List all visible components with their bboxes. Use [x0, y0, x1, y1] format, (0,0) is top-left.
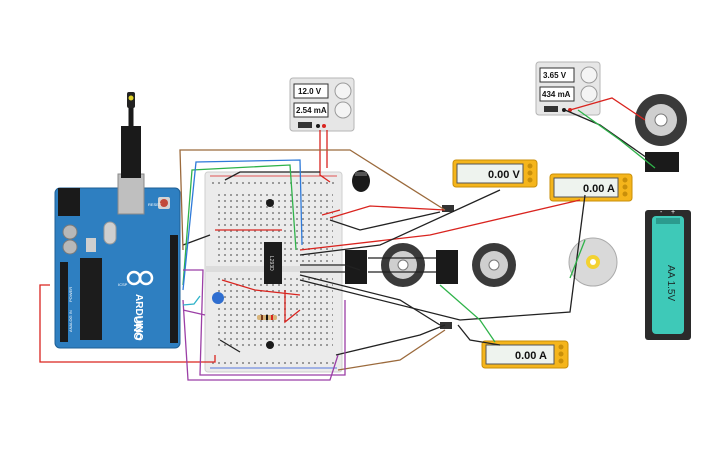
usb-port — [117, 173, 145, 215]
encoder-motor-2[interactable] — [472, 243, 516, 287]
aa-battery[interactable]: - + AA 1.5V — [645, 209, 691, 340]
ps2-current-knob — [580, 85, 598, 103]
reset-label: RESET — [148, 202, 162, 207]
motor-connector-2[interactable] — [436, 250, 458, 284]
ic-label: L293D — [268, 256, 274, 271]
arduino-brand-label: ARDUINO — [133, 294, 144, 341]
arduino-uno-board[interactable]: ARDUINO UNO ICSP POWER ANALOG IN RESET — [54, 173, 181, 349]
atmega-chip — [80, 258, 102, 340]
usb-cable[interactable] — [121, 92, 141, 178]
ammeter-2[interactable]: 0.00 A — [481, 340, 569, 369]
ps2-voltage-knob — [580, 66, 598, 84]
slide-switch-2[interactable] — [440, 322, 452, 329]
ceramic-capacitor[interactable] — [212, 292, 224, 304]
wires[interactable] — [39, 97, 656, 381]
motor-connector-1[interactable] — [345, 250, 367, 284]
encoder-motor-1[interactable] — [381, 243, 425, 287]
power-supply-1[interactable]: 12.0 V 2.54 mA — [289, 77, 355, 132]
reset-button — [160, 199, 168, 207]
ps1-voltage-knob — [334, 82, 352, 100]
ps1-current-knob — [334, 101, 352, 119]
ps2-current-display: 434 mA — [542, 90, 571, 99]
push-button-top[interactable] — [266, 199, 274, 207]
ammeter-2-reading: 0.00 A — [515, 350, 547, 362]
icsp-label: ICSP — [118, 282, 128, 287]
battery-label: AA 1.5V — [665, 265, 676, 301]
motor-connector-3[interactable] — [645, 152, 679, 172]
voltmeter-1[interactable]: 0.00 V — [452, 159, 538, 188]
digital-header — [170, 235, 178, 343]
l293d-motor-driver[interactable]: L293D — [264, 242, 282, 284]
ammeter-1-reading: 0.00 A — [583, 183, 615, 195]
power-analog-header — [60, 262, 68, 342]
push-button-bottom[interactable] — [266, 341, 274, 349]
analog-in-label: ANALOG IN — [68, 310, 73, 332]
power-supply-2[interactable]: 3.65 V 434 mA — [535, 61, 601, 116]
battery-plus-label: + — [671, 209, 675, 216]
electrolytic-capacitor[interactable] — [352, 170, 370, 192]
ps1-voltage-display: 12.0 V — [298, 87, 322, 96]
ps2-voltage-display: 3.65 V — [543, 71, 567, 80]
power-label: POWER — [68, 287, 73, 302]
ammeter-1[interactable]: 0.00 A — [549, 173, 633, 202]
encoder-motor-3[interactable] — [635, 94, 687, 146]
resistor[interactable] — [257, 315, 277, 320]
power-jack — [58, 188, 80, 216]
battery-minus-label: - — [660, 209, 663, 216]
voltmeter-1-reading: 0.00 V — [488, 169, 520, 181]
arduino-model-label: UNO — [131, 316, 143, 341]
slide-switch-1[interactable] — [442, 205, 454, 212]
ps1-current-display: 2.54 mA — [296, 106, 327, 115]
